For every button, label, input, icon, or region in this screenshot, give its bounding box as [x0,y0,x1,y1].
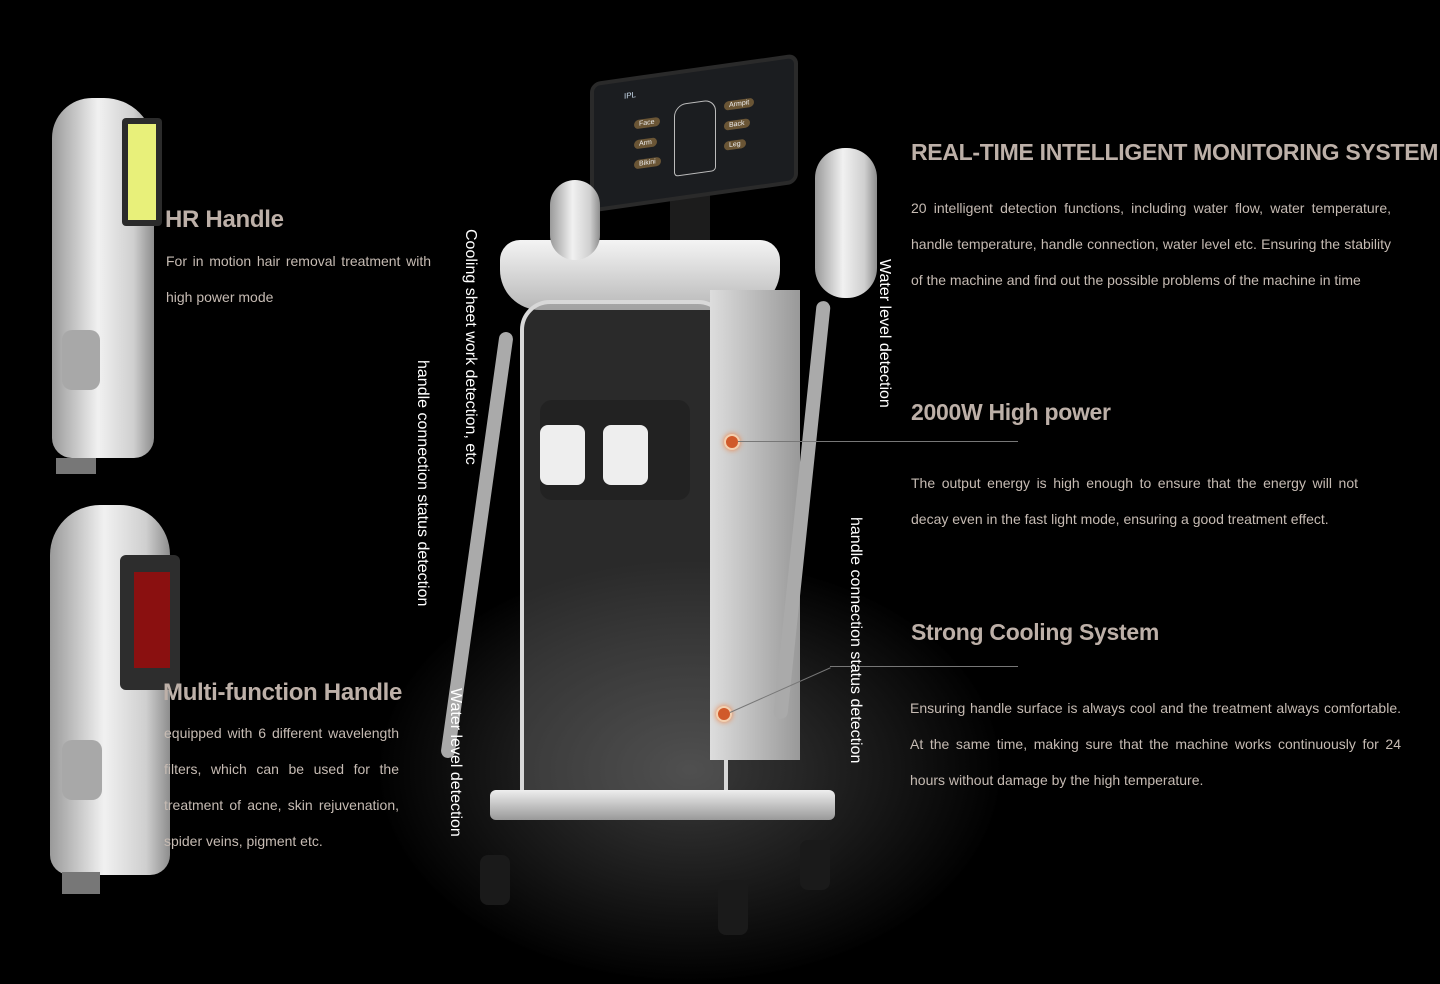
water-level-right-label: Water level detection [876,259,893,408]
floor-glow [380,560,1000,980]
hr-handle-description: For in motion hair removal treatment wit… [166,253,431,305]
power-indicator-dot [724,434,740,450]
cooling-callout-line-h [830,666,1018,667]
handle-connection-right-label: handle connection status detection [847,517,864,764]
touch-screen: IPL Face Arm Bikini Armpit Back Leg [590,53,798,213]
power-description: The output energy is high enough to ensu… [911,475,1358,527]
cooling-indicator-dot [716,706,732,722]
power-title: 2000W High power [911,399,1111,425]
monitoring-title: REAL-TIME INTELLIGENT MONITORING SYSTEM [911,139,1439,165]
cooling-title: Strong Cooling System [911,619,1159,645]
hr-window [128,124,156,220]
cooling-sheet-label: Cooling sheet work detection, etc [462,229,479,465]
multi-handle-description: equipped with 6 different wavelength fil… [164,725,399,849]
monitoring-description: 20 intelligent detection functions, incl… [911,200,1391,288]
power-callout-line [738,441,1018,442]
cooling-description: Ensuring handle surface is always cool a… [910,700,1401,788]
handle-connection-left-label: handle connection status detection [414,360,431,607]
multi-window [134,572,170,668]
water-level-left-label: Water level detection [447,688,464,837]
hr-handle-title: HR Handle [165,206,284,233]
multi-handle-title: Multi-function Handle [163,679,402,706]
